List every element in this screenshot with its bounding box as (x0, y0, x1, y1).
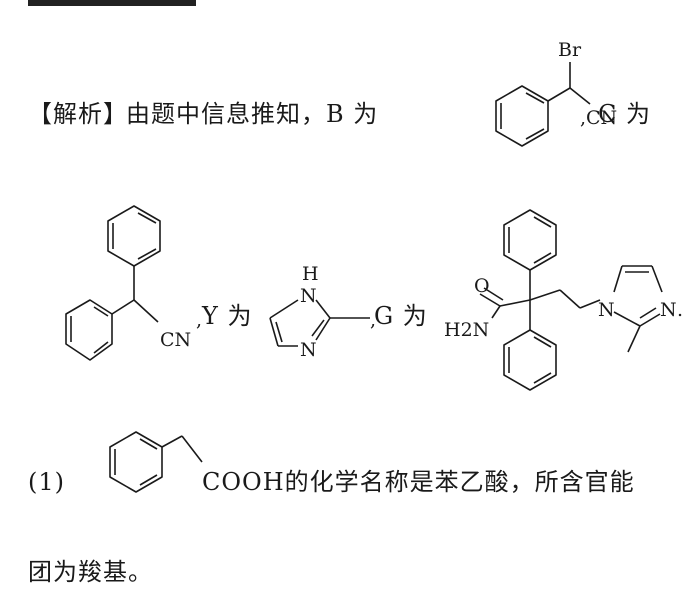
structure-b-comma: , (580, 107, 586, 129)
structure-y-bond (269, 317, 279, 347)
y-label: Y 为 (202, 302, 253, 330)
structure-q1 (109, 431, 203, 493)
structure-g-inner-bond (533, 336, 552, 348)
structure-q1-bond (161, 435, 183, 448)
structure-g-bond (651, 265, 663, 293)
structure-g-atom-o: O (474, 275, 490, 297)
structure-g-bond (559, 289, 581, 309)
structure-y-comma: , (370, 309, 376, 331)
line1-text: 由题中信息推知，B 为 (126, 100, 379, 128)
structure-b-inner-bond (525, 92, 545, 104)
structure-g-bond (479, 293, 501, 307)
q1-text: COOH的化学名称是苯乙酸，所含官能 (202, 468, 635, 496)
structure-g-bond (491, 305, 501, 319)
structure-q1-inner-bond (139, 474, 158, 486)
structure-g-ring-top (503, 209, 557, 271)
structure-g-atom-n1: N (598, 299, 615, 321)
structure-y-double-bond (275, 321, 283, 343)
structure-g-inner-bond (533, 372, 552, 384)
structure-y-atom-h: H (302, 263, 319, 285)
top-rule (28, 0, 196, 6)
structure-c-inner-bond (137, 212, 157, 224)
structure-y-bond (315, 317, 331, 341)
structure-g-double-bond (483, 287, 504, 301)
structure-g-bond (579, 299, 601, 309)
structure-g-atom-h2n: H2N (444, 319, 489, 341)
structure-b-bond (569, 87, 591, 105)
structure-c-comma: , (196, 309, 202, 331)
structure-c-ring-bottom (65, 299, 113, 361)
structure-g-methyl-bond (627, 325, 641, 353)
structure-b: Br CN , (495, 39, 617, 147)
structure-q1-inner-bond (139, 438, 158, 450)
structure-y-bond (315, 299, 331, 319)
structure-g-double-bond (639, 307, 657, 319)
structure-g-bond (613, 311, 641, 327)
structure-b-atom-br: Br (558, 39, 582, 61)
structure-q1-bond (181, 435, 203, 463)
analysis-heading: 【解析】 (28, 100, 128, 128)
structure-c-atom-cn: CN (160, 329, 191, 351)
q1-prefix: (1) (28, 468, 65, 496)
structure-c-bond (133, 299, 159, 323)
structure-c-inner-bond (93, 341, 109, 354)
structure-g-bond (499, 299, 531, 307)
structure-g-period: . (677, 299, 683, 321)
structure-c-inner-bond (93, 306, 109, 317)
structure-g-inner-bond (533, 252, 552, 264)
structure-g-bond (529, 289, 561, 301)
structure-y-atom-n3: N (300, 339, 317, 361)
c-label: C 为 (598, 100, 651, 128)
structure-y-double-bond (311, 319, 325, 337)
structure-g-atom-n3: N (660, 299, 677, 321)
structure-c-bond (111, 299, 135, 315)
structure-g-inner-bond (533, 216, 552, 228)
structure-b-ring (495, 85, 549, 147)
structure-g: O H2N N N . (444, 209, 683, 391)
structure-c: CN , (65, 205, 202, 361)
structure-c-ring-top (107, 205, 161, 267)
structure-b-atom-cn: CN (586, 107, 617, 129)
structure-g-bond (613, 265, 623, 293)
structure-g-bond (639, 313, 661, 327)
structure-b-inner-bond (525, 128, 545, 140)
structure-y-bond (269, 299, 299, 319)
structure-y: H N N , (269, 263, 376, 361)
structure-y-atom-n1: N (300, 285, 317, 307)
structure-g-ring-bottom (503, 329, 557, 391)
structure-b-bond (547, 87, 571, 102)
g-label: G 为 (374, 302, 428, 330)
structure-c-inner-bond (137, 248, 157, 260)
q1-text-end: 团为羧基。 (28, 558, 153, 586)
structure-q1-ring (109, 431, 163, 493)
